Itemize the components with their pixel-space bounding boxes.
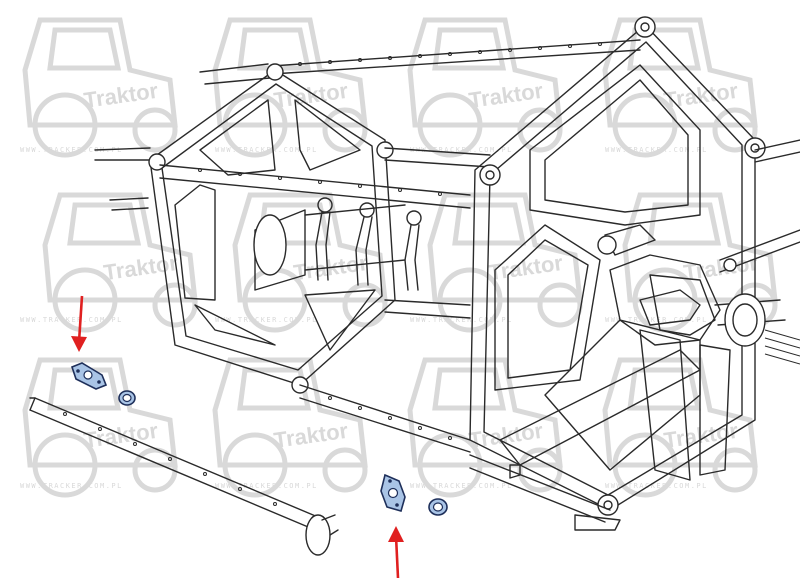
watermark-url-text: WWW.TRACKER.COM.PL — [215, 146, 318, 154]
arrow-up-right — [388, 526, 404, 579]
watermark-url-text: WWW.TRACKER.COM.PL — [410, 146, 513, 154]
callout-arrows — [71, 295, 404, 579]
watermark-url-text: WWW.TRACKER.COM.PL — [410, 482, 513, 490]
watermark-tractor-icon — [427, 192, 583, 333]
arrow-down-left — [71, 295, 87, 352]
watermark-brand-text: Traktor — [272, 418, 350, 453]
bushing-right[interactable] — [428, 498, 448, 516]
watermark-tractor-icon — [212, 17, 368, 158]
watermark-tractor-icon — [212, 357, 368, 498]
watermark-brand-text: Traktor — [102, 250, 180, 285]
watermark-tractor-icon — [407, 17, 563, 158]
watermark-url-text: WWW.TRACKER.COM.PL — [410, 316, 513, 324]
watermark-url-text: WWW.TRACKER.COM.PL — [20, 146, 123, 154]
watermark-url-text: WWW.TRACKER.COM.PL — [20, 482, 123, 490]
machine-frame-drawing — [29, 16, 800, 556]
watermark-tractor-icon — [42, 192, 198, 333]
flange-plate-right[interactable] — [380, 473, 406, 512]
watermark-brand-text: Traktor — [467, 78, 545, 113]
flange-plate-left[interactable] — [71, 362, 108, 390]
watermark-url-text: WWW.TRACKER.COM.PL — [605, 146, 708, 154]
watermark-tractor-icon — [22, 357, 178, 498]
watermark-url-text: WWW.TRACKER.COM.PL — [605, 316, 708, 324]
watermark-brand-text: Traktor — [272, 78, 350, 113]
watermark-url-text: WWW.TRACKER.COM.PL — [215, 316, 318, 324]
watermark-tractor-icon — [602, 17, 758, 158]
bushing-left[interactable] — [118, 390, 136, 406]
watermark-url-text: WWW.TRACKER.COM.PL — [605, 482, 708, 490]
highlighted-parts — [71, 362, 448, 516]
watermark-brand-text: Traktor — [82, 78, 160, 113]
watermark-tractor-icon — [407, 357, 563, 498]
watermark-url-text: WWW.TRACKER.COM.PL — [215, 482, 318, 490]
watermark-url-text: WWW.TRACKER.COM.PL — [20, 316, 123, 324]
watermark-tractor-icon — [22, 17, 178, 158]
